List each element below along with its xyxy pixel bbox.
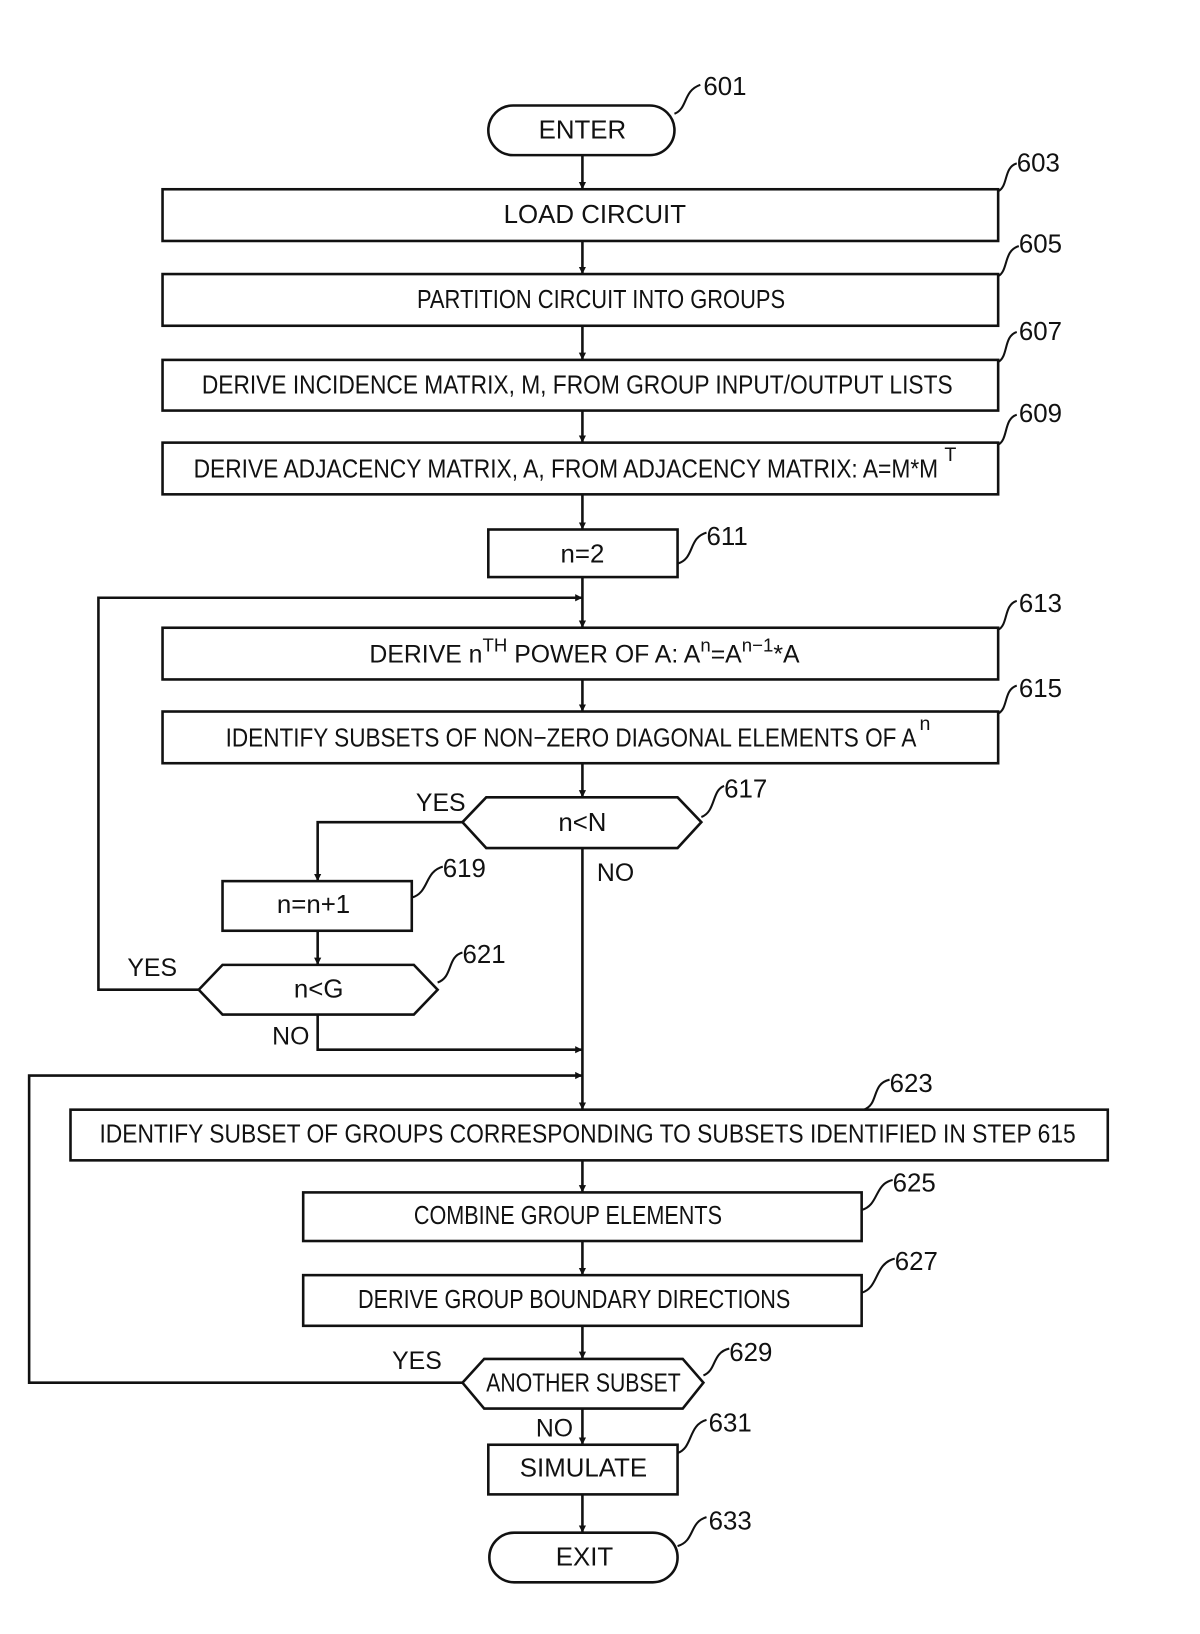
ref-number: 619	[443, 855, 486, 883]
leader-line	[677, 1516, 707, 1548]
loop-621-yes	[97, 594, 583, 992]
step-613-nth-power: DERIVE nTH POWER OF A: An=An−1*A 613	[161, 590, 1062, 681]
superscript: n	[920, 713, 931, 735]
ref-number: 629	[729, 1339, 772, 1367]
step-627-boundary-directions: DERIVE GROUP BOUNDARY DIRECTIONS 627	[301, 1248, 938, 1328]
step-text: SIMULATE	[520, 1455, 647, 1483]
step-text: n=n+1	[277, 891, 350, 919]
leader-line	[997, 162, 1018, 193]
ref-number: 607	[1019, 318, 1062, 346]
step-text: COMBINE GROUP ELEMENTS	[414, 1202, 722, 1230]
leader-line	[700, 784, 725, 818]
superscript: T	[944, 444, 956, 466]
ref-number: 617	[724, 775, 767, 803]
decision-629-another-subset: ANOTHER SUBSET 629 YES NO	[392, 1339, 772, 1442]
arrow-621-no	[316, 1014, 583, 1054]
loop-629-yes	[27, 1071, 583, 1384]
ref-number: 601	[703, 73, 746, 101]
no-label: NO	[272, 1024, 309, 1051]
step-601-enter: ENTER 601	[487, 73, 747, 157]
step-631-simulate: SIMULATE 631	[487, 1409, 752, 1496]
step-607-incidence-matrix: DERIVE INCIDENCE MATRIX, M, FROM GROUP I…	[161, 318, 1062, 412]
step-text: DERIVE nTH POWER OF A: An=An−1*A	[369, 634, 800, 668]
no-label: NO	[597, 860, 634, 887]
connectors	[27, 155, 587, 1533]
yes-label: YES	[392, 1348, 442, 1375]
leader-line	[997, 330, 1018, 363]
ref-number: 621	[462, 941, 505, 969]
arrow-617-yes	[314, 820, 463, 882]
no-label: NO	[536, 1415, 573, 1442]
step-623-identify-groups: IDENTIFY SUBSET OF GROUPS CORRESPONDING …	[69, 1070, 1110, 1162]
step-text: EXIT	[556, 1543, 614, 1571]
step-625-combine: COMBINE GROUP ELEMENTS 625	[301, 1169, 936, 1243]
yes-label: YES	[127, 955, 177, 982]
step-611-init-n: n=2 611	[487, 523, 748, 579]
ref-number: 613	[1019, 590, 1062, 618]
leader-line	[997, 599, 1018, 631]
leader-line	[861, 1257, 896, 1294]
step-609-adjacency-matrix: DERIVE ADJACENCY MATRIX, A, FROM ADJACEN…	[161, 400, 1062, 496]
ref-number: 627	[895, 1248, 938, 1276]
ref-number: 631	[709, 1409, 752, 1437]
leader-line	[673, 83, 701, 115]
leader-line	[863, 1078, 890, 1111]
step-text: IDENTIFY SUBSETS OF NON−ZERO DIAGONAL EL…	[226, 724, 917, 752]
step-603-load-circuit: LOAD CIRCUIT 603	[161, 150, 1060, 243]
step-text: IDENTIFY SUBSET OF GROUPS CORRESPONDING …	[99, 1120, 1075, 1148]
decision-621-n-less-G: n<G 621 YES NO	[127, 941, 505, 1051]
ref-number: 623	[890, 1070, 933, 1098]
ref-number: 633	[709, 1508, 752, 1536]
leader-line	[861, 1178, 893, 1211]
ref-number: 603	[1017, 150, 1060, 178]
step-text: ENTER	[539, 116, 627, 144]
leader-line	[997, 245, 1020, 278]
step-text: LOAD CIRCUIT	[504, 201, 687, 229]
step-text: DERIVE ADJACENCY MATRIX, A, FROM ADJACEN…	[194, 456, 939, 484]
step-text: PARTITION CIRCUIT INTO GROUPS	[417, 286, 785, 314]
step-619-increment-n: n=n+1 619	[221, 855, 486, 933]
ref-number: 605	[1019, 230, 1062, 258]
step-text: n<G	[294, 976, 344, 1004]
leader-line	[411, 865, 444, 899]
step-text: ANOTHER SUBSET	[486, 1370, 681, 1398]
step-605-partition: PARTITION CIRCUIT INTO GROUPS 605	[161, 230, 1062, 328]
step-text: n=2	[560, 540, 604, 568]
step-text: DERIVE INCIDENCE MATRIX, M, FROM GROUP I…	[202, 372, 953, 400]
ref-number: 615	[1019, 675, 1062, 703]
decision-617-n-less-N: n<N 617 YES NO	[416, 775, 767, 887]
ref-number: 625	[893, 1169, 936, 1197]
leader-line	[677, 531, 707, 565]
leader-line	[437, 951, 463, 984]
yes-label: YES	[416, 790, 466, 817]
leader-line	[997, 413, 1018, 446]
step-text: n<N	[558, 809, 606, 837]
ref-number: 609	[1019, 400, 1062, 428]
leader-line	[677, 1418, 707, 1454]
leader-line	[702, 1347, 730, 1377]
step-text: DERIVE GROUP BOUNDARY DIRECTIONS	[358, 1286, 790, 1314]
ref-number: 611	[707, 523, 748, 551]
leader-line	[997, 684, 1018, 715]
step-633-exit: EXIT 633	[488, 1508, 752, 1584]
step-615-identify-subsets: IDENTIFY SUBSETS OF NON−ZERO DIAGONAL EL…	[161, 675, 1062, 765]
